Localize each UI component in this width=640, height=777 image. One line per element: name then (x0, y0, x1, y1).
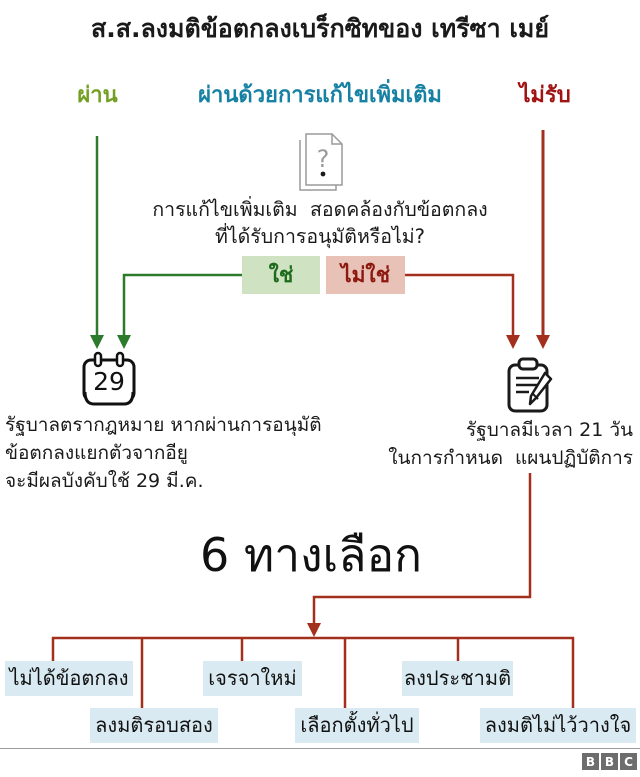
yes-box: ใช่ (242, 256, 320, 294)
question-line-2: ที่ได้รับการอนุมัติหรือไม่? (214, 225, 425, 248)
choice-no-confidence-vote: ลงมติไม่ไว้วางใจ (480, 708, 636, 743)
choices-tree-bar (51, 636, 575, 708)
no-box: ไม่ใช่ (326, 256, 405, 294)
choice-second-vote: ลงมติรอบสอง (90, 708, 218, 743)
yes-arrow-line (122, 273, 242, 336)
no-arrow-line (405, 273, 515, 336)
bbc-logo-block-1: B (582, 753, 599, 770)
choice-no-deal: ไม่ได้ข้อตกลง (5, 661, 133, 696)
to-choices-line (312, 473, 532, 624)
page-title: ส.ส.ลงมติข้อตกลงเบร็กซิทของ เทรีซา เมย์ (90, 14, 550, 43)
bbc-logo: B B C (582, 753, 637, 770)
pass-outcome-text: รัฐบาลตรากฎหมาย หากผ่านการอนุมัติข้อตกลง… (5, 411, 335, 495)
choice-renegotiate: เจรจาใหม่ (203, 661, 302, 696)
reject-outcome-line-1: รัฐบาลมีเวลา 21 วัน (466, 419, 633, 441)
reject-outcome-line-2: ในการกำหนด แผนปฏิบัติการ (388, 447, 633, 469)
pass-arrowhead-icon (90, 335, 104, 349)
option-pass-label: ผ่าน (77, 83, 118, 108)
reject-arrowhead-icon (536, 335, 550, 349)
reject-outcome-text: รัฐบาลมีเวลา 21 วันในการกำหนด แผนปฏิบัติ… (350, 416, 633, 472)
option-pass-with-amendments-label: ผ่านด้วยการแก้ไขเพิ่มเติม (198, 83, 442, 108)
option-reject-label: ไม่รับ (519, 83, 571, 108)
pass-outcome-line-1: รัฐบาลตรากฎหมาย หากผ่านการอนุมัติ (5, 414, 322, 436)
to-choices-arrowhead-icon (307, 623, 321, 637)
choice-referendum: ลงประชามติ (402, 661, 513, 696)
bbc-logo-block-2: B (601, 753, 618, 770)
question-line-1: การแก้ไขเพิ่มเติม สอดคล้องกับข้อตกลง (152, 198, 488, 221)
pass-outcome-line-3: จะมีผลบังคับใช้ 29 มี.ค. (5, 470, 204, 492)
choice-general-election: เลือกตั้งทั่วไป (295, 708, 419, 743)
amendment-question-text: การแก้ไขเพิ่มเติม สอดคล้องกับข้อตกลงที่ไ… (70, 196, 570, 250)
no-arrowhead-icon (506, 335, 520, 349)
choices-heading: 6 ทางเลือก (200, 528, 422, 582)
yes-arrowhead-icon (117, 335, 131, 349)
pass-outcome-line-2: ข้อตกลงแยกตัวจากอียู (5, 442, 188, 464)
footer-divider (0, 748, 640, 749)
bbc-logo-block-3: C (620, 753, 637, 770)
